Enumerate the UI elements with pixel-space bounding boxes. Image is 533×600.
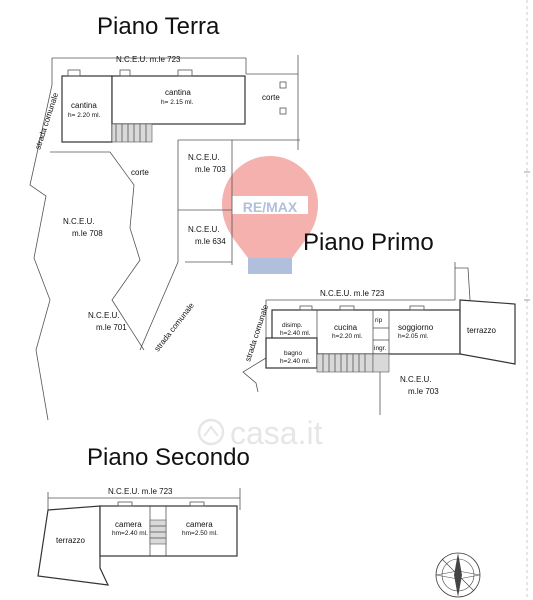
second-floor-plan xyxy=(37,488,241,586)
first-nceu-723: N.C.E.U. m.le 723 xyxy=(320,289,385,298)
ground-corte-center: corte xyxy=(131,168,149,177)
ground-strada-bottom: strada comunale xyxy=(152,301,196,354)
title-piano-secondo: Piano Secondo xyxy=(87,444,250,471)
casa-site: casa.it xyxy=(230,415,323,451)
ground-nceu-634-b: m.le 634 xyxy=(195,237,226,246)
ground-cantina-main: cantina xyxy=(165,88,191,97)
first-cucina-height: h=2.20 ml. xyxy=(332,333,363,340)
balloon-logo-icon xyxy=(222,156,318,258)
ground-nceu-701-b: m.le 701 xyxy=(96,323,127,332)
second-camera-1: camera xyxy=(115,520,142,529)
ground-nceu-701-a: N.C.E.U. xyxy=(88,311,120,320)
second-terrazzo: terrazzo xyxy=(56,536,85,545)
first-ingr: ingr. xyxy=(374,345,386,352)
remax-brand: RE/MAX xyxy=(243,199,298,215)
second-nceu-723: N.C.E.U. m.le 723 xyxy=(108,487,173,496)
remax-watermark: RE/MAX xyxy=(222,156,318,274)
ground-nceu-708-b: m.le 708 xyxy=(72,229,103,238)
ground-floor-plan xyxy=(29,55,300,421)
second-camera-2-height: hm=2.50 ml. xyxy=(182,530,218,537)
first-bagno-height: h=2.40 ml. xyxy=(280,358,311,365)
first-cucina: cucina xyxy=(334,323,358,332)
first-disimp-height: h=2.40 ml. xyxy=(280,330,311,337)
first-nceu-703-b: m.le 703 xyxy=(408,387,439,396)
ground-nceu-723: N.C.E.U. m.le 723 xyxy=(116,55,181,64)
first-terrazzo: terrazzo xyxy=(467,326,496,335)
first-soggiorno-height: h=2.05 ml. xyxy=(398,333,429,340)
casa-watermark: casa.it xyxy=(197,415,323,451)
ground-nceu-703-b: m.le 703 xyxy=(195,165,226,174)
first-floor-plan xyxy=(242,262,516,415)
title-piano-primo: Piano Primo xyxy=(303,229,434,256)
ground-strada-left: strada comunale xyxy=(33,91,60,151)
first-rip: rip xyxy=(375,317,383,324)
compass-rose-icon xyxy=(435,552,481,598)
balloon-basket-icon xyxy=(248,258,292,274)
ground-cantina-left: cantina xyxy=(71,101,97,110)
title-piano-terra: Piano Terra xyxy=(97,13,220,40)
ground-nceu-708-a: N.C.E.U. xyxy=(63,217,95,226)
ground-cantina-main-height: h= 2.15 ml. xyxy=(161,99,194,106)
ground-nceu-634-a: N.C.E.U. xyxy=(188,225,220,234)
ground-corte-right: corte xyxy=(262,93,280,102)
second-camera-1-height: hm=2.40 ml. xyxy=(112,530,148,537)
first-nceu-703-a: N.C.E.U. xyxy=(400,375,432,384)
first-disimp: disimp. xyxy=(282,322,303,329)
first-soggiorno: soggiorno xyxy=(398,323,434,332)
first-bagno: bagno xyxy=(284,350,302,357)
house-circle-icon xyxy=(197,418,225,446)
second-camera-2: camera xyxy=(186,520,213,529)
ground-cantina-left-height: h= 2.20 ml. xyxy=(68,112,101,119)
ground-nceu-703-a: N.C.E.U. xyxy=(188,153,220,162)
